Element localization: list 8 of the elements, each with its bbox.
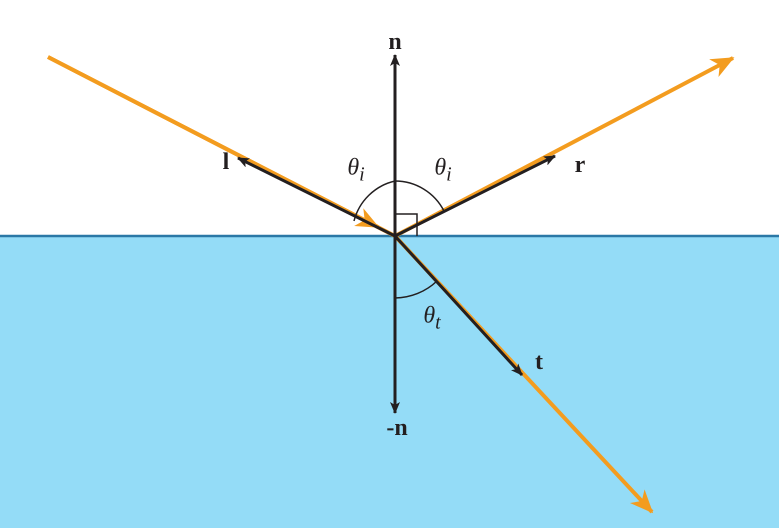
- vector-label: r: [574, 153, 586, 177]
- vector-label: t: [535, 350, 543, 374]
- angle-label: θ$_{i}$: [434, 156, 452, 184]
- vector-label: n: [388, 30, 402, 54]
- vector-label: l: [222, 150, 230, 174]
- vector-label: -n: [386, 416, 408, 440]
- angle-label: θ$_{t}$: [423, 304, 441, 332]
- angle-label: θ$_{i}$: [347, 156, 365, 184]
